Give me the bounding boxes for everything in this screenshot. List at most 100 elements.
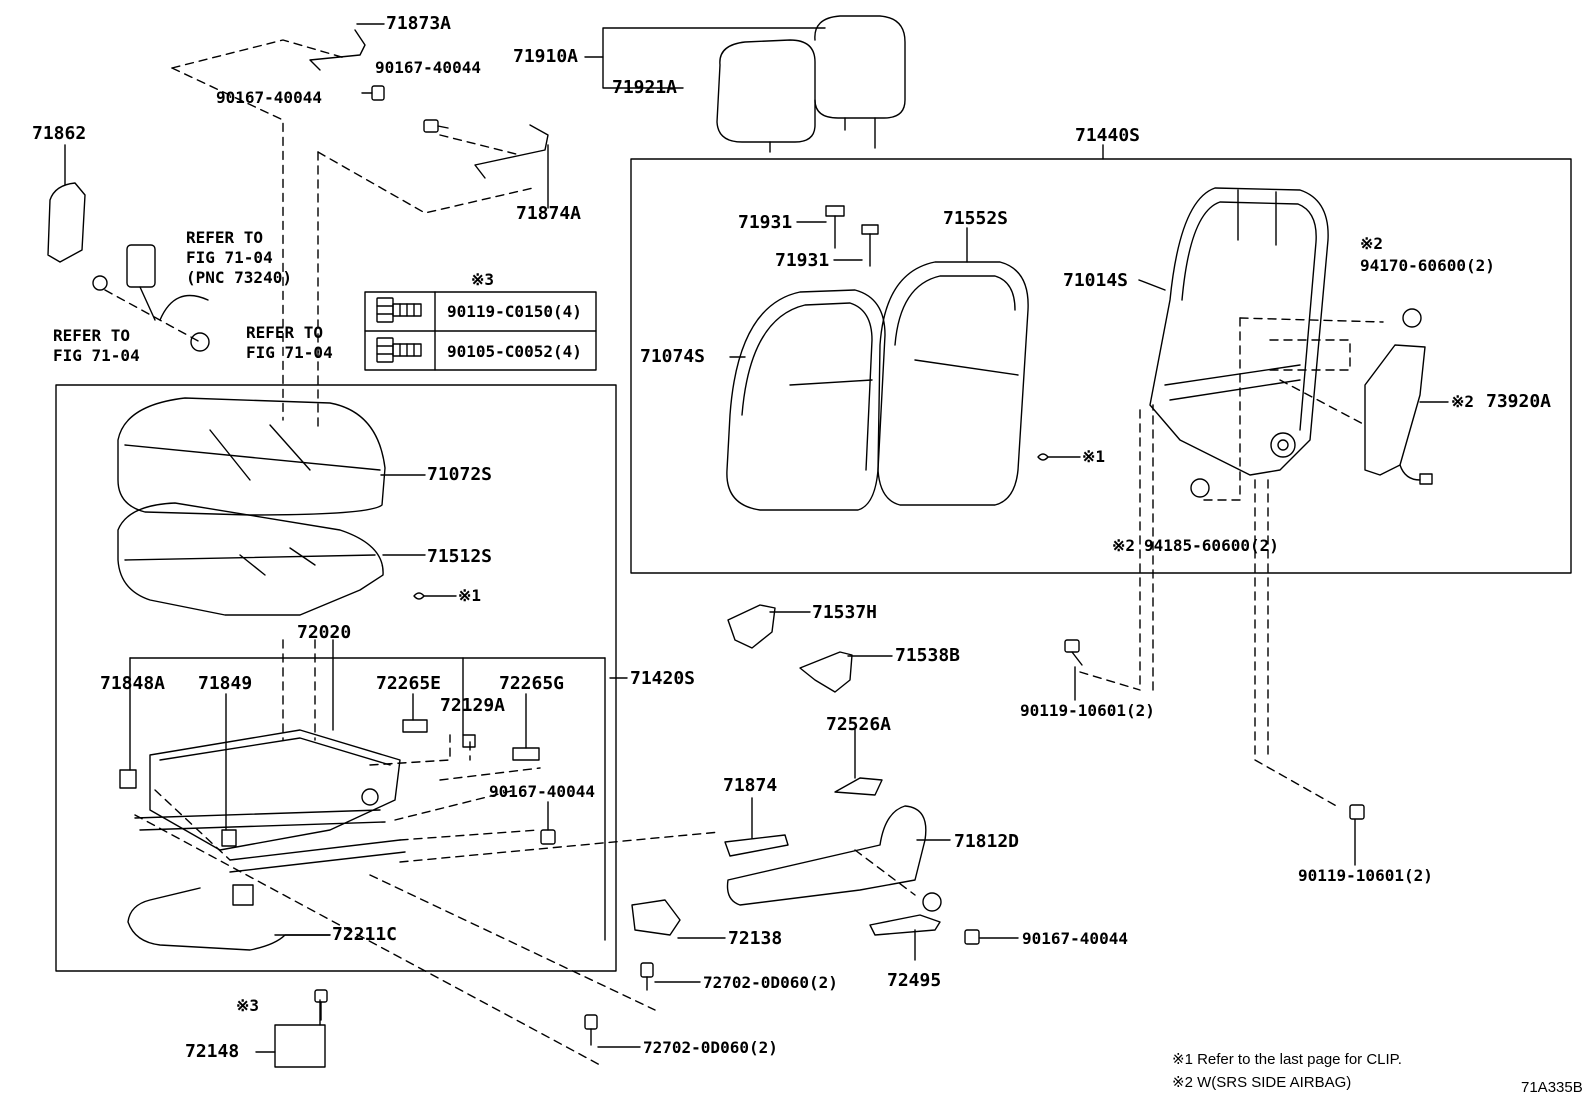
retractor-icon xyxy=(190,332,210,352)
wire-harness-72211C xyxy=(127,887,331,951)
label-71537H: 71537H xyxy=(812,602,878,623)
dashed-guides xyxy=(104,39,1384,1066)
label-90167-40044-mid: 90167-40044 xyxy=(489,782,595,801)
label-71931-b: 71931 xyxy=(775,250,830,271)
label-72702-0D060-a: 72702-0D060(2) xyxy=(703,973,838,992)
refer-left-line1: REFER TO xyxy=(53,326,131,345)
clip-71931-a xyxy=(825,205,845,249)
seat-track-72020 xyxy=(134,729,406,906)
diagram-code: 71A335B xyxy=(1521,1079,1583,1096)
mark-x2-side: ※2 xyxy=(1451,392,1475,411)
headrest-71921A xyxy=(716,39,816,153)
label-71848A: 71848A xyxy=(100,673,166,694)
bracket-71874A-icon xyxy=(474,124,549,179)
refer-right-line1: REFER TO xyxy=(246,323,324,342)
screw-icon-90167-a xyxy=(361,85,385,101)
label-72211C: 72211C xyxy=(332,924,398,945)
label-72129A: 72129A xyxy=(440,695,506,716)
seatback-assembly-box xyxy=(630,158,1572,574)
part-71849 xyxy=(221,829,237,847)
seatback-frame-71014S xyxy=(1149,187,1329,476)
seatback-cover-71074S xyxy=(726,289,886,511)
label-71072S: 71072S xyxy=(427,464,493,485)
seat-cushion-cover-71072S xyxy=(117,397,386,516)
bolt-icon-c0150 xyxy=(376,297,422,323)
mark-x1-back: ※1 xyxy=(1082,447,1106,466)
cover-71874 xyxy=(724,834,789,857)
trim-71537H xyxy=(727,604,776,649)
nut-icon-94170 xyxy=(1402,308,1422,328)
refer-pnc-line3: (PNC 73240) xyxy=(186,268,292,287)
label-90167-40044-top: 90167-40044 xyxy=(375,58,481,77)
label-71874A: 71874A xyxy=(516,203,582,224)
refer-pnc-line2: FIG 71-04 xyxy=(186,248,273,267)
refer-right-line2: FIG 71-04 xyxy=(246,343,333,362)
mark-x3-bolt: ※3 xyxy=(236,996,260,1015)
knob-72526A xyxy=(834,777,883,796)
label-71440S: 71440S xyxy=(1075,125,1141,146)
bolt-table-row2: 90105-C0052(4) xyxy=(447,342,582,361)
bracket-71873A-icon xyxy=(309,29,366,71)
label-71910A: 71910A xyxy=(513,46,579,67)
label-90167-40044-bottom: 90167-40044 xyxy=(1022,929,1128,948)
mark-x2-bottom: ※2 xyxy=(1112,536,1136,555)
footnote-airbag: ※2 W(SRS SIDE AIRBAG) xyxy=(1172,1074,1352,1091)
label-72265G: 72265G xyxy=(499,673,565,694)
clip-71931-b xyxy=(861,224,879,267)
label-90119-10601-a: 90119-10601(2) xyxy=(1020,701,1155,720)
part-71848A xyxy=(119,769,137,789)
label-71074S: 71074S xyxy=(640,346,706,367)
label-71931-a: 71931 xyxy=(738,212,793,233)
shield-71812D xyxy=(726,805,927,906)
label-90167-40044-left: 90167-40044 xyxy=(216,88,322,107)
label-71874: 71874 xyxy=(723,775,778,796)
trim-71538B xyxy=(799,651,853,693)
label-71014S: 71014S xyxy=(1063,270,1129,291)
label-90119-10601-b: 90119-10601(2) xyxy=(1298,866,1433,885)
mark-x1-cushion: ※1 xyxy=(458,586,482,605)
bracket-71862-icon xyxy=(47,182,86,263)
screw-icon-90167-c xyxy=(540,829,556,845)
bolt-table-row1: 90119-C0150(4) xyxy=(447,302,582,321)
mark-x3-table: ※3 xyxy=(471,270,495,289)
label-94185-60600: 94185-60600(2) xyxy=(1144,536,1279,555)
bracket-72148 xyxy=(274,1024,326,1068)
label-72148: 72148 xyxy=(185,1041,240,1062)
label-72265E: 72265E xyxy=(376,673,442,694)
label-94170-60600: 94170-60600(2) xyxy=(1360,256,1495,275)
bolt-icon-90119-b xyxy=(1349,804,1365,820)
screw-icon-90167-d xyxy=(964,929,980,945)
refer-pnc-line1: REFER TO xyxy=(186,228,264,247)
label-71552S: 71552S xyxy=(943,208,1009,229)
mark-x2-top: ※2 xyxy=(1360,234,1384,253)
label-71512S: 71512S xyxy=(427,546,493,567)
buckle-icon xyxy=(126,244,209,321)
cover-72138 xyxy=(631,899,681,936)
part-72265G xyxy=(512,747,540,761)
nut-icon-94185 xyxy=(1190,478,1210,498)
lever-72495 xyxy=(869,914,941,936)
seatback-pad-71552S xyxy=(877,261,1029,506)
seat-cushion-pad-71512S xyxy=(117,502,384,616)
airbag-module-73920A xyxy=(1364,344,1433,485)
nut-icon-refer xyxy=(92,275,108,291)
label-71862: 71862 xyxy=(32,123,87,144)
label-71812D: 71812D xyxy=(954,831,1020,852)
bolt-icon-90119-a xyxy=(1064,639,1083,666)
label-71538B: 71538B xyxy=(895,645,961,666)
footnote-clip: ※1 Refer to the last page for CLIP. xyxy=(1172,1051,1402,1068)
label-72020: 72020 xyxy=(297,622,352,643)
screw-icon-90167-b xyxy=(423,119,449,133)
headrest-71910A xyxy=(814,15,906,149)
label-72702-0D060-b: 72702-0D060(2) xyxy=(643,1038,778,1057)
label-72138: 72138 xyxy=(728,928,783,949)
label-72526A: 72526A xyxy=(826,714,892,735)
label-71420S: 71420S xyxy=(630,668,696,689)
refer-left-line2: FIG 71-04 xyxy=(53,346,140,365)
part-72265E xyxy=(402,719,428,733)
bolt-icon-x3 xyxy=(314,989,328,1021)
label-71873A: 71873A xyxy=(386,13,452,34)
label-71921A: 71921A xyxy=(612,77,678,98)
label-71849: 71849 xyxy=(198,673,253,694)
